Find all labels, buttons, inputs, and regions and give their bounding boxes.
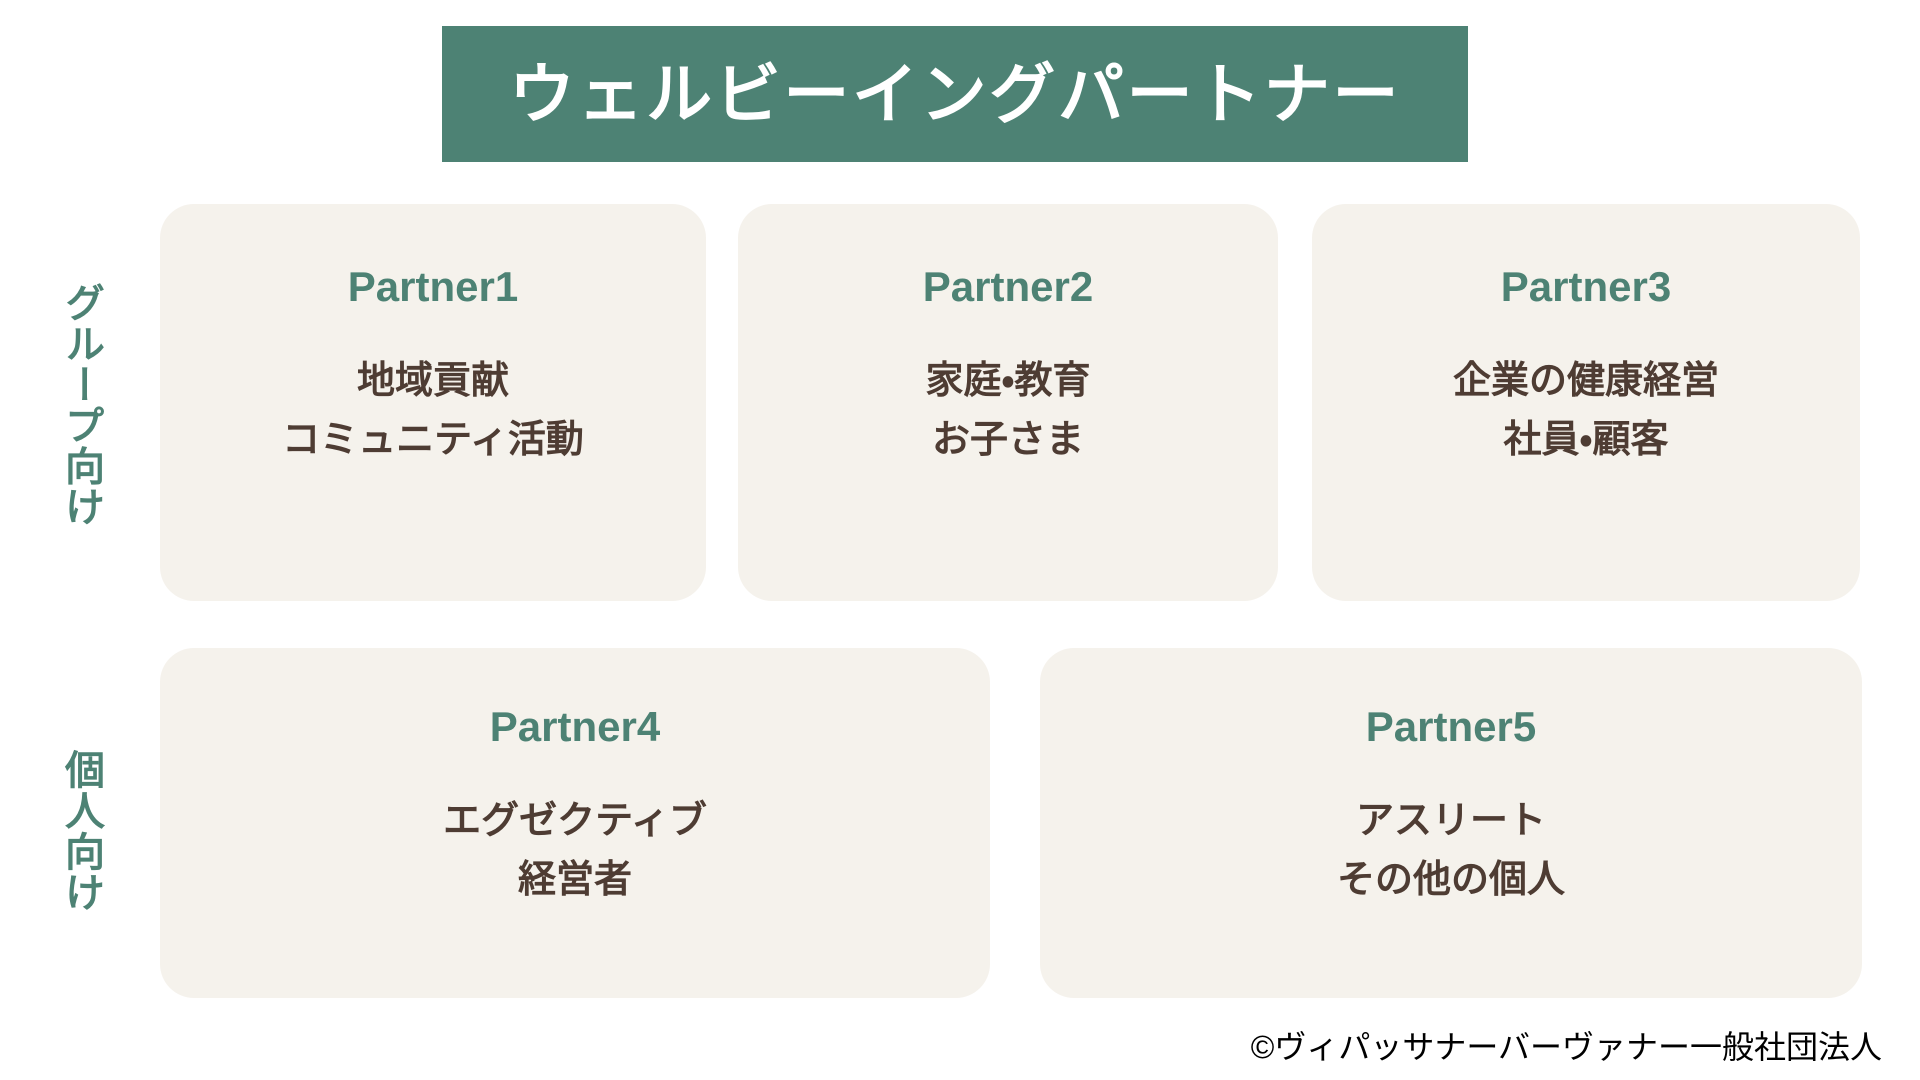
partner-card-2[interactable]: Partner2 家庭・教育 お子さま: [738, 204, 1278, 601]
row-label-group: グループ向け: [59, 281, 103, 527]
partner-card-4-line-1: エグゼクティブ: [443, 800, 707, 842]
partner-card-3-title: Partner3: [1500, 263, 1672, 310]
page-title: ウェルビーイングパートナー: [508, 57, 1402, 131]
partner-card-2-line-2: お子さま: [931, 418, 1084, 461]
partner-card-4-body: エグゼクティブ 経営者: [443, 792, 707, 910]
partner-card-5-body: アスリート その他の個人: [1337, 792, 1565, 910]
partner-card-1-title: Partner1: [347, 263, 519, 310]
partner-card-5-line-2: その他の個人: [1336, 858, 1565, 901]
partner-card-5-title: Partner5: [1365, 703, 1537, 750]
partner-card-5-line-1: アスリート: [1355, 800, 1546, 842]
partner-card-2-body: 家庭・教育 お子さま: [926, 352, 1091, 470]
partner-card-5[interactable]: Partner5 アスリート その他の個人: [1040, 648, 1862, 998]
partner-card-2-line-1: 家庭・教育: [925, 360, 1091, 402]
partner-card-3-body: 企業の健康経営 社員・顧客: [1453, 352, 1719, 470]
partner-card-1[interactable]: Partner1 地域貢献 コミュニティ活動: [160, 204, 706, 601]
partner-card-1-body: 地域貢献 コミュニティ活動: [282, 352, 584, 470]
partner-card-3[interactable]: Partner3 企業の健康経営 社員・顧客: [1312, 204, 1860, 601]
row-label-individual: 個人向け: [59, 749, 103, 913]
partner-card-3-line-1: 企業の健康経営: [1452, 360, 1719, 402]
partner-card-2-title: Partner2: [922, 263, 1094, 310]
partner-card-4-line-2: 経営者: [517, 858, 632, 901]
partner-card-4[interactable]: Partner4 エグゼクティブ 経営者: [160, 648, 990, 998]
copyright-notice: ©ヴィパッサナーバーヴァナー一般社団法人: [1250, 1028, 1882, 1065]
partner-card-1-line-2: コミュニティ活動: [282, 418, 584, 461]
partner-card-1-line-1: 地域貢献: [356, 360, 509, 402]
partner-card-3-line-2: 社員・顧客: [1503, 418, 1669, 461]
partner-card-4-title: Partner4: [489, 703, 661, 750]
title-banner: ウェルビーイングパートナー: [442, 26, 1468, 162]
